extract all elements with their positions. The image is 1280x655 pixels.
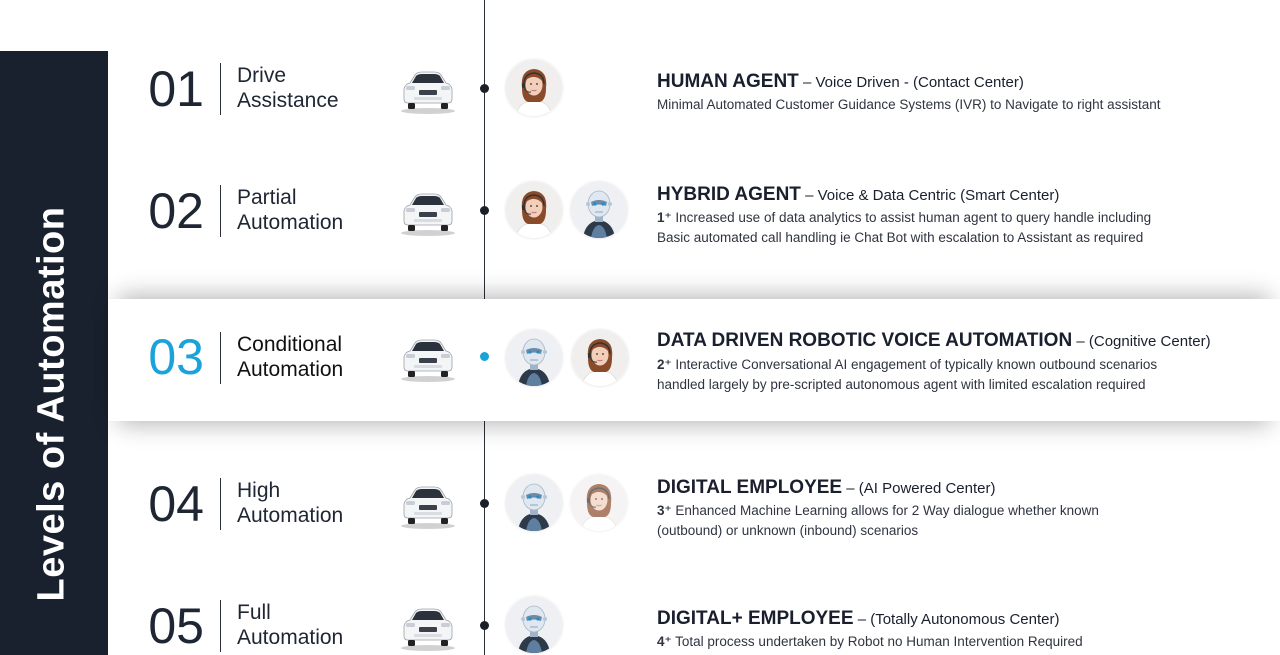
- level-heading: DATA DRIVEN ROBOTIC VOICE AUTOMATION – (…: [657, 330, 1211, 352]
- level-label-line1: Conditional: [237, 333, 343, 356]
- car-icon: [398, 63, 458, 115]
- level-subtitle: – (Totally Autonomous Center): [853, 611, 1060, 628]
- desc-line1: 4⁺ Total process undertaken by Robot no …: [657, 632, 1083, 652]
- timeline-dot: [480, 352, 489, 361]
- divider: [220, 478, 221, 530]
- level-label-line2: Automation: [237, 626, 344, 649]
- desc-line2: Basic automated call handling ie Chat Bo…: [657, 230, 1144, 245]
- level-description: 1⁺ Increased use of data analytics to as…: [657, 208, 1151, 248]
- level-number: 03: [148, 329, 204, 385]
- level-heading: HYBRID AGENT – Voice & Data Centric (Sma…: [657, 184, 1059, 206]
- robot-agent-avatar: [506, 330, 562, 386]
- level-row-5: 05 Full Automation DIGITAL+ EMPLOYEE – (…: [108, 566, 1280, 655]
- level-description: 2⁺ Interactive Conversational AI engagem…: [657, 355, 1157, 395]
- level-description: Minimal Automated Customer Guidance Syst…: [657, 95, 1160, 115]
- level-label-line1: High: [237, 479, 281, 502]
- robot-agent-avatar: [506, 475, 562, 531]
- level-label-line2: Assistance: [237, 89, 339, 112]
- desc-text: Minimal Automated Customer Guidance Syst…: [657, 97, 1161, 112]
- level-row-1: 01 Drive Assistance HUMAN AGENT – Voice …: [108, 29, 1280, 149]
- divider: [220, 63, 221, 115]
- timeline-dot: [480, 621, 489, 630]
- level-title: HYBRID AGENT: [657, 184, 801, 205]
- human-agent-avatar: [506, 182, 562, 238]
- level-label-line1: Drive: [237, 64, 287, 87]
- car-icon: [398, 478, 458, 530]
- level-label-line1: Full: [237, 601, 271, 624]
- level-title: DATA DRIVEN ROBOTIC VOICE AUTOMATION: [657, 330, 1073, 351]
- level-subtitle: – (AI Powered Center): [842, 480, 996, 497]
- level-label: High Automation: [237, 478, 343, 528]
- level-row-4: 04 High Automation DIGITAL EMPLOYEE – (A…: [108, 444, 1280, 564]
- desc-line1: 2⁺ Interactive Conversational AI engagem…: [657, 355, 1157, 375]
- level-heading: HUMAN AGENT – Voice Driven - (Contact Ce…: [657, 71, 1024, 93]
- level-label: Full Automation: [237, 600, 343, 650]
- desc-line2: (outbound) or unknown (inbound) scenario…: [657, 523, 919, 538]
- desc-prefix: 2⁺: [657, 357, 672, 372]
- level-number: 05: [148, 598, 204, 654]
- human-agent-avatar: [506, 60, 562, 116]
- robot-agent-avatar: [571, 182, 627, 238]
- divider: [220, 600, 221, 652]
- level-subtitle: – (Cognitive Center): [1072, 333, 1211, 350]
- level-subtitle: – Voice & Data Centric (Smart Center): [800, 187, 1060, 204]
- car-icon: [398, 185, 458, 237]
- level-description: 3⁺ Enhanced Machine Learning allows for …: [657, 501, 1099, 541]
- desc-prefix: 4⁺: [657, 634, 672, 649]
- level-heading: DIGITAL EMPLOYEE – (AI Powered Center): [657, 477, 996, 499]
- robot-agent-avatar: [506, 597, 562, 653]
- sidebar: Levels of Automation: [0, 51, 108, 655]
- level-title: DIGITAL EMPLOYEE: [657, 477, 843, 498]
- level-title: HUMAN AGENT: [657, 71, 799, 92]
- desc-prefix: 3⁺: [657, 503, 672, 518]
- desc-prefix: 1⁺: [657, 210, 672, 225]
- level-label: Drive Assistance: [237, 63, 339, 113]
- level-label-line2: Automation: [237, 504, 344, 527]
- level-number: 02: [148, 183, 204, 239]
- divider: [220, 185, 221, 237]
- level-row-3: 03 Conditional Automation DATA DRIVEN RO…: [108, 299, 1280, 421]
- desc-line1: 1⁺ Increased use of data analytics to as…: [657, 208, 1151, 228]
- level-heading: DIGITAL+ EMPLOYEE – (Totally Autonomous …: [657, 608, 1059, 630]
- desc-text: Total process undertaken by Robot no Hum…: [671, 634, 1083, 649]
- level-row-2: 02 Partial Automation HYBRID AGENT – Voi…: [108, 151, 1280, 271]
- level-label: Partial Automation: [237, 185, 343, 235]
- level-label-line1: Partial: [237, 186, 297, 209]
- car-icon: [398, 331, 458, 383]
- level-number: 01: [148, 61, 204, 117]
- level-subtitle: – Voice Driven - (Contact Center): [798, 74, 1024, 91]
- human-agent-avatar: [571, 475, 627, 531]
- level-label-line2: Automation: [237, 211, 344, 234]
- human-agent-avatar: [572, 330, 628, 386]
- sidebar-title: Levels of Automation: [30, 206, 73, 602]
- level-title: DIGITAL+ EMPLOYEE: [657, 608, 854, 629]
- level-label-line2: Automation: [237, 358, 344, 381]
- level-number: 04: [148, 476, 204, 532]
- desc-text: Interactive Conversational AI engagement…: [671, 357, 1158, 372]
- desc-line2: handled largely by pre-scripted autonomo…: [657, 377, 1146, 392]
- desc-text: Increased use of data analytics to assis…: [671, 210, 1152, 225]
- level-label: Conditional Automation: [237, 332, 343, 382]
- car-icon: [398, 600, 458, 652]
- desc-line1: 3⁺ Enhanced Machine Learning allows for …: [657, 501, 1099, 521]
- desc-line1: Minimal Automated Customer Guidance Syst…: [657, 95, 1160, 115]
- desc-text: Enhanced Machine Learning allows for 2 W…: [671, 503, 1099, 518]
- timeline-dot: [480, 499, 489, 508]
- level-description: 4⁺ Total process undertaken by Robot no …: [657, 632, 1083, 652]
- divider: [220, 332, 221, 384]
- timeline-dot: [480, 206, 489, 215]
- timeline-dot: [480, 84, 489, 93]
